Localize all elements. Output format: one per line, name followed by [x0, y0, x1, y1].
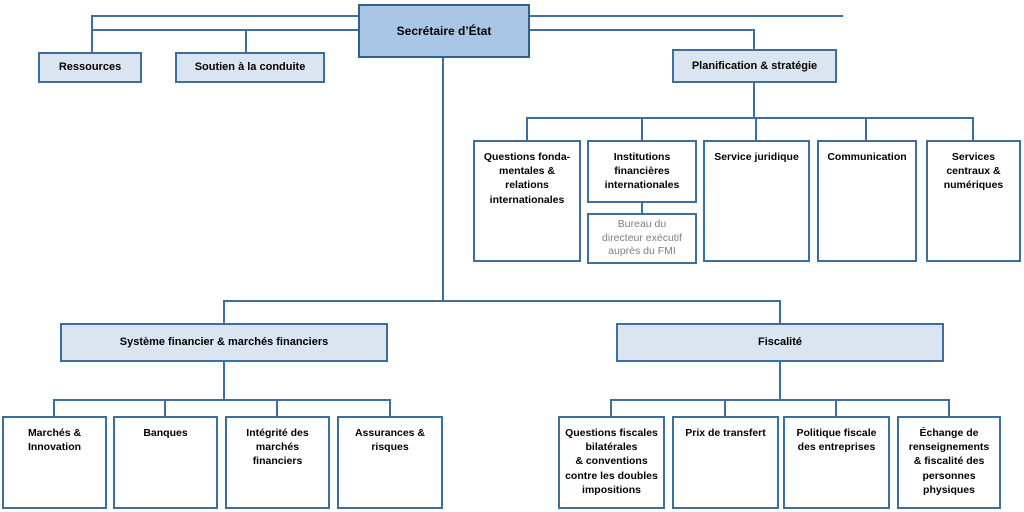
connector-line [779, 300, 781, 323]
connector-line [835, 399, 837, 416]
node-bureau-fmi: Bureau du directeur exécutif auprès du F… [587, 213, 697, 264]
node-service-juridique: Service juridique [703, 140, 810, 262]
connector-line [245, 29, 247, 52]
node-planification-strategie: Planification & stratégie [672, 49, 837, 83]
connector-line [53, 399, 55, 416]
connector-line [54, 399, 390, 401]
node-assurances-risques: Assurances & risques [337, 416, 443, 509]
node-integrite-marches: Intégrité des marchés financiers [225, 416, 330, 509]
node-services-centraux: Services centraux & numériques [926, 140, 1021, 262]
connector-line [164, 399, 166, 416]
connector-line [610, 399, 612, 416]
node-prix-transfert: Prix de transfert [672, 416, 779, 509]
connector-line [724, 399, 726, 416]
connector-line [641, 203, 643, 213]
connector-line [527, 117, 974, 119]
node-politique-fiscale: Politique fiscale des entreprises [783, 416, 890, 509]
node-soutien-conduite: Soutien à la conduite [175, 52, 325, 83]
node-ressources: Ressources [38, 52, 142, 83]
connector-line [223, 362, 225, 401]
connector-line [224, 300, 780, 302]
connector-line [526, 117, 528, 140]
connector-line [641, 117, 643, 140]
node-banques: Banques [113, 416, 218, 509]
connector-line [223, 300, 225, 323]
connector-line [276, 399, 278, 416]
node-echange-renseignements: Échange de renseignements & fiscalité de… [897, 416, 1001, 509]
connector-line [389, 399, 391, 416]
node-fiscalite: Fiscalité [616, 323, 944, 362]
connector-line [779, 362, 781, 401]
connector-line [91, 15, 93, 52]
connector-line [442, 58, 444, 301]
node-marches-innovation: Marchés & Innovation [2, 416, 107, 509]
connector-line [755, 117, 757, 140]
connector-line [972, 117, 974, 140]
connector-line [753, 29, 755, 50]
node-communication: Communication [817, 140, 917, 262]
node-institutions-financieres: Institutions financières internationales [587, 140, 697, 203]
node-questions-fondamentales: Questions fonda- mentales & relations in… [473, 140, 581, 262]
node-systeme-financier: Système financier & marchés financiers [60, 323, 388, 362]
connector-line [948, 399, 950, 416]
connector-line [753, 83, 755, 117]
connector-line [611, 399, 949, 401]
connector-line [865, 117, 867, 140]
node-secretaire-detat: Secrétaire d’État [358, 4, 530, 58]
node-questions-fiscales: Questions fiscales bilatérales & convent… [558, 416, 665, 509]
